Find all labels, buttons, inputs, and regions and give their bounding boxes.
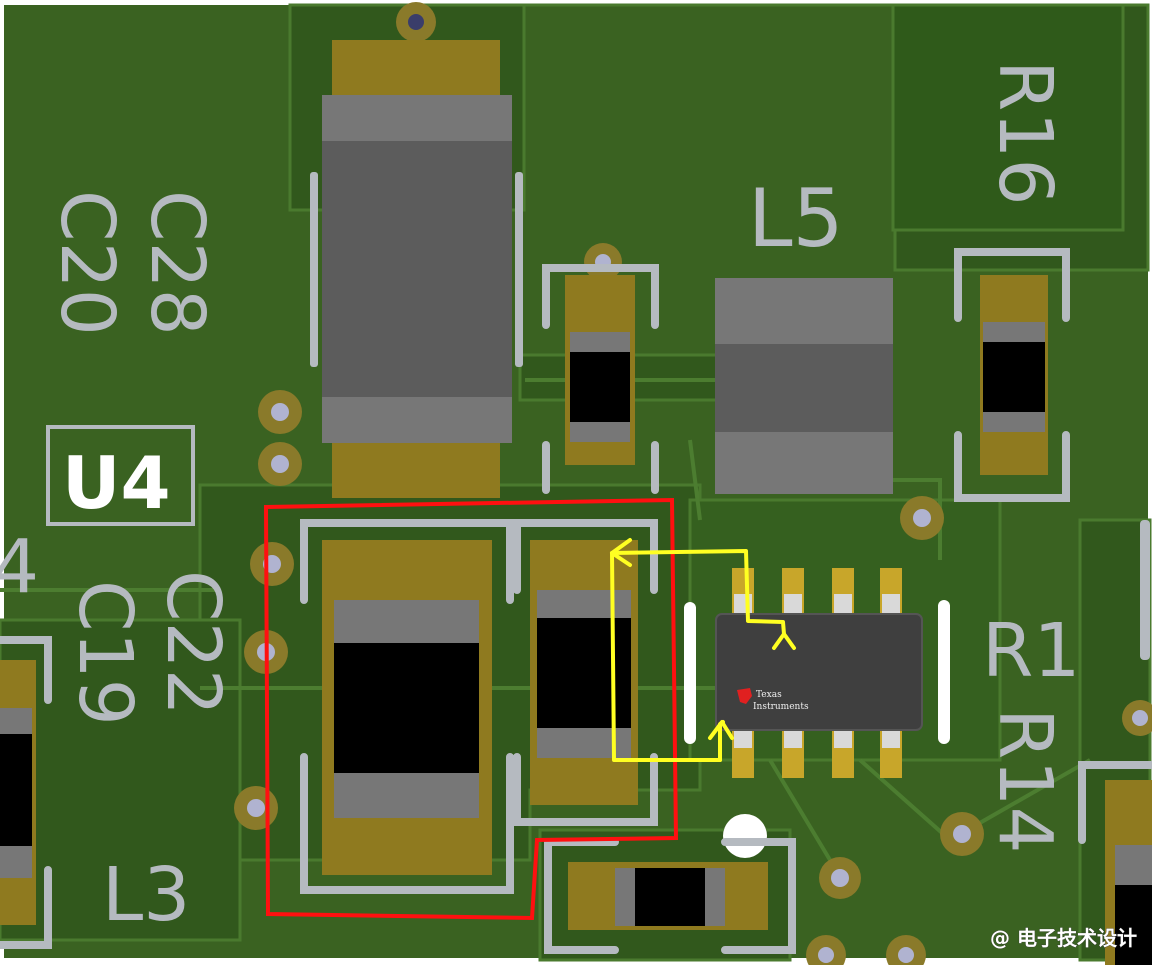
- via: [258, 390, 302, 434]
- right-edge-component: [1078, 520, 1152, 965]
- via: [819, 857, 861, 899]
- pin1-marker: [723, 814, 767, 858]
- large-capacitor-top: [310, 40, 523, 498]
- label-l3: L3: [102, 852, 190, 938]
- via: [1122, 700, 1152, 736]
- loop-arrow-topleft: [610, 538, 632, 567]
- label-c19: C19: [62, 580, 148, 726]
- label-r14: R14: [982, 708, 1068, 854]
- via: [900, 496, 944, 540]
- loop-arrow-ic-right: [772, 632, 796, 650]
- via: [250, 542, 294, 586]
- silkscreen-labels: R16 L5 C28 C20 C22 C19 R1 R14 L3 4: [0, 60, 1081, 938]
- label-r16: R16: [982, 60, 1068, 206]
- label-u4: U4: [62, 441, 171, 525]
- highlight-outline: [263, 497, 679, 921]
- label-c22: C22: [150, 570, 236, 716]
- label-l5: L5: [748, 172, 843, 265]
- via: [258, 442, 302, 486]
- resistor-r16: [954, 248, 1070, 502]
- small-resistor-mid: [542, 264, 659, 494]
- ti-logo-icon: [737, 688, 752, 704]
- left-edge-component: [0, 636, 52, 949]
- label-partial-left: 4: [0, 524, 39, 610]
- inductor-l5: [715, 278, 893, 494]
- current-loop-path: [610, 538, 796, 762]
- watermark: @ 电子技术设计: [990, 926, 1137, 950]
- resistor-bottom: [544, 838, 796, 954]
- u4-label-box: U4: [46, 425, 195, 526]
- ti-logo: Texas Instruments: [737, 688, 809, 712]
- via: [396, 2, 436, 42]
- ic-texas-instruments: Texas Instruments: [684, 568, 950, 778]
- large-capacitor-left: [300, 519, 514, 894]
- ti-logo-line1: Texas: [756, 690, 782, 700]
- via: [886, 935, 926, 965]
- ti-logo-line2: Instruments: [753, 702, 809, 712]
- via: [234, 786, 278, 830]
- label-r1: R1: [982, 608, 1081, 694]
- via: [806, 935, 846, 965]
- label-c20: C20: [44, 190, 130, 336]
- via: [940, 812, 984, 856]
- loop-arrow-ic-left: [708, 720, 734, 740]
- small-capacitor-right: [513, 519, 658, 826]
- label-c28: C28: [134, 190, 220, 336]
